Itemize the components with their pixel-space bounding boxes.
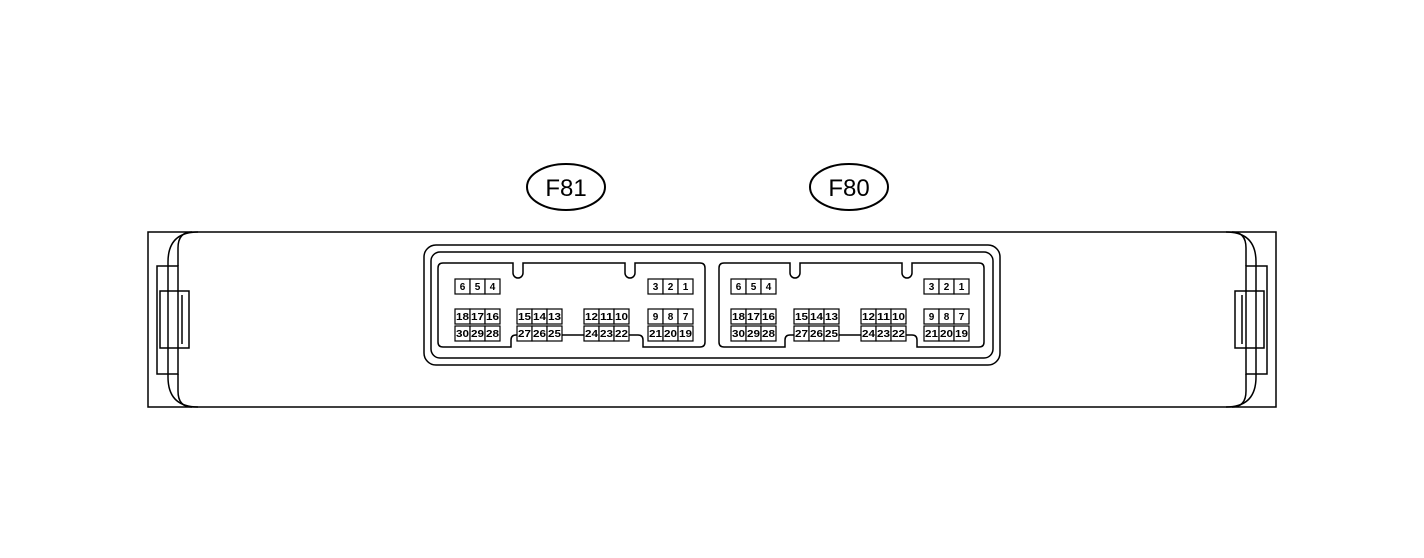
pin-number: 19 bbox=[955, 329, 969, 340]
pin-cavity bbox=[890, 325, 907, 342]
pin-number: 7 bbox=[959, 312, 965, 323]
pin-number: 26 bbox=[810, 329, 824, 340]
pin-number: 19 bbox=[679, 329, 693, 340]
pin-cavity bbox=[953, 278, 970, 295]
pin-cavity bbox=[546, 325, 563, 342]
pin-cavity bbox=[953, 325, 970, 342]
pin-cavity bbox=[546, 308, 563, 325]
pin-number: 14 bbox=[810, 312, 824, 323]
pin-cavity bbox=[823, 308, 840, 325]
pin-cavity bbox=[613, 308, 630, 325]
ecu-housing bbox=[147, 231, 1277, 408]
pin-cavity bbox=[484, 325, 501, 342]
pin-number: 30 bbox=[732, 329, 746, 340]
pin-number: 29 bbox=[471, 329, 485, 340]
pin-number: 3 bbox=[929, 282, 935, 293]
pin-number: 12 bbox=[585, 312, 599, 323]
pin-number: 23 bbox=[600, 329, 614, 340]
pin-number: 22 bbox=[615, 329, 629, 340]
pin-number: 17 bbox=[747, 312, 761, 323]
pin-number: 29 bbox=[747, 329, 761, 340]
pin-number: 13 bbox=[825, 312, 839, 323]
pin-number: 15 bbox=[518, 312, 532, 323]
pin-number: 15 bbox=[795, 312, 809, 323]
pin-number: 11 bbox=[600, 312, 614, 323]
pin-number: 16 bbox=[486, 312, 500, 323]
pin-cavity bbox=[484, 278, 501, 295]
pin-number: 14 bbox=[533, 312, 547, 323]
pin-number: 23 bbox=[877, 329, 891, 340]
pin-number: 17 bbox=[471, 312, 485, 323]
pin-number: 18 bbox=[732, 312, 746, 323]
pin-number: 18 bbox=[456, 312, 470, 323]
pin-cavity bbox=[760, 308, 777, 325]
pin-number: 20 bbox=[664, 329, 678, 340]
pin-number: 20 bbox=[940, 329, 954, 340]
pin-cavity bbox=[677, 278, 694, 295]
connector-label-f80-text: F80 bbox=[828, 175, 869, 202]
connector-label-f81-text: F81 bbox=[545, 175, 586, 202]
connector-label-f80: F80 bbox=[809, 163, 889, 211]
pin-number: 4 bbox=[766, 282, 772, 293]
pin-cavity bbox=[760, 278, 777, 295]
pin-number: 25 bbox=[825, 329, 839, 340]
connector-shell-f81 bbox=[437, 262, 706, 348]
pin-number: 10 bbox=[615, 312, 629, 323]
pin-number: 6 bbox=[736, 282, 742, 293]
pin-cavity bbox=[760, 325, 777, 342]
pin-cavity bbox=[677, 325, 694, 342]
pin-number: 8 bbox=[668, 312, 674, 323]
pin-number: 22 bbox=[892, 329, 906, 340]
pin-number: 27 bbox=[518, 329, 532, 340]
pin-cavity bbox=[890, 308, 907, 325]
pin-number: 27 bbox=[795, 329, 809, 340]
pin-number: 3 bbox=[653, 282, 659, 293]
pin-number: 9 bbox=[653, 312, 659, 323]
pin-number: 24 bbox=[585, 329, 599, 340]
pin-number: 24 bbox=[862, 329, 876, 340]
pin-number: 28 bbox=[486, 329, 500, 340]
pin-number: 26 bbox=[533, 329, 547, 340]
pin-number: 10 bbox=[892, 312, 906, 323]
pin-number: 5 bbox=[475, 282, 481, 293]
pin-number: 30 bbox=[456, 329, 470, 340]
pin-number: 25 bbox=[548, 329, 562, 340]
pin-number: 7 bbox=[683, 312, 689, 323]
pin-number: 2 bbox=[944, 282, 950, 293]
pin-number: 2 bbox=[668, 282, 674, 293]
pin-number: 21 bbox=[649, 329, 663, 340]
pin-number: 28 bbox=[762, 329, 776, 340]
pin-number: 6 bbox=[460, 282, 466, 293]
pin-number: 9 bbox=[929, 312, 935, 323]
pin-number: 1 bbox=[959, 282, 965, 293]
pin-number: 5 bbox=[751, 282, 757, 293]
pin-number: 12 bbox=[862, 312, 876, 323]
pin-number: 21 bbox=[925, 329, 939, 340]
pin-cavity bbox=[484, 308, 501, 325]
pin-number: 8 bbox=[944, 312, 950, 323]
pin-number: 11 bbox=[877, 312, 891, 323]
pin-cavity bbox=[823, 325, 840, 342]
pin-number: 13 bbox=[548, 312, 562, 323]
pin-number: 4 bbox=[490, 282, 496, 293]
pin-cavity bbox=[677, 308, 694, 325]
pin-cavity bbox=[613, 325, 630, 342]
connector-shell-f80 bbox=[718, 262, 985, 348]
connector-label-f81: F81 bbox=[526, 163, 606, 211]
pin-number: 1 bbox=[683, 282, 689, 293]
pin-number: 16 bbox=[762, 312, 776, 323]
pin-cavity bbox=[953, 308, 970, 325]
